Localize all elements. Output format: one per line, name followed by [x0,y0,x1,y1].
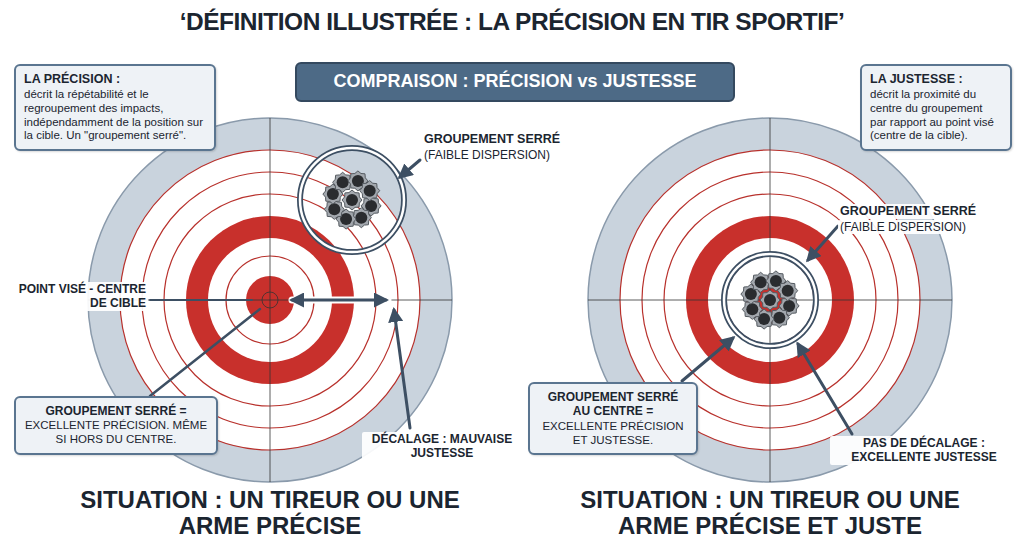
situation-caption: SITUATION : UN TIREUR OU UNE ARME PRÉCIS… [60,487,480,540]
box-body: EXCELLENTE PRÉCISION ET JUSTESSE. [538,420,688,448]
situation-caption: SITUATION : UN TIREUR OU UNE ARME PRÉCIS… [545,487,995,540]
group-sublabel: (FAIBLE DISPERSION) [422,148,552,162]
offset-label: DÉCALAGE : MAUVAISE JUSTESSE [362,432,522,461]
callout-box: GROUPEMENT SERRÉ =EXCELLENTE PRÉCISION. … [14,396,218,455]
group-label: GROUPEMENT SERRÉ [422,132,562,147]
leader-arrow [798,344,852,434]
leader-arrow [808,226,838,260]
leader-arrow [682,338,733,381]
box-body: EXCELLENTE PRÉCISION. MÊME SI HORS DU CE… [24,419,208,447]
offset-arrow [292,299,386,302]
definition-box: LA PRÉCISION :décrit la répétabilité et … [14,64,216,151]
banner: COMPRAISON : PRÉCISION vs JUSTESSE [295,62,735,102]
callout-box: GROUPEMENT SERRÉ AU CENTRE =EXCELLENTE P… [528,382,698,455]
box-heading: COMPRAISON : PRÉCISION vs JUSTESSE [307,71,723,93]
title: ‘DÉFINITION ILLUSTRÉE : LA PRÉCISION EN … [0,8,1024,36]
impact-group [724,254,816,346]
leader-arrow [400,160,420,177]
offset-arrow-halo [292,297,388,304]
offset-label: PAS DE DÉCALAGE : EXCELLENTE JUSTESSE [830,436,1018,465]
box-body: décrit la proximité du centre du groupem… [870,88,1002,143]
box-heading: GROUPEMENT SERRÉ AU CENTRE = [538,390,688,419]
aim-point-label: POINT VISÉ - CENTRE DE CIBLE [6,282,148,311]
box-heading: LA PRÉCISION : [24,72,206,87]
group-label: GROUPEMENT SERRÉ [838,204,978,219]
impact-group [300,148,404,252]
box-heading: LA JUSTESSE : [870,72,1002,87]
box-heading: GROUPEMENT SERRÉ = [24,404,208,418]
leader-arrow [394,310,410,428]
leader-line [150,299,252,301]
group-sublabel: (FAIBLE DISPERSION) [838,220,968,234]
definition-box: LA JUSTESSE :décrit la proximité du cent… [860,64,1012,151]
leader-line [150,309,260,396]
box-body: décrit la répétabilité et le regroupemen… [24,88,206,143]
